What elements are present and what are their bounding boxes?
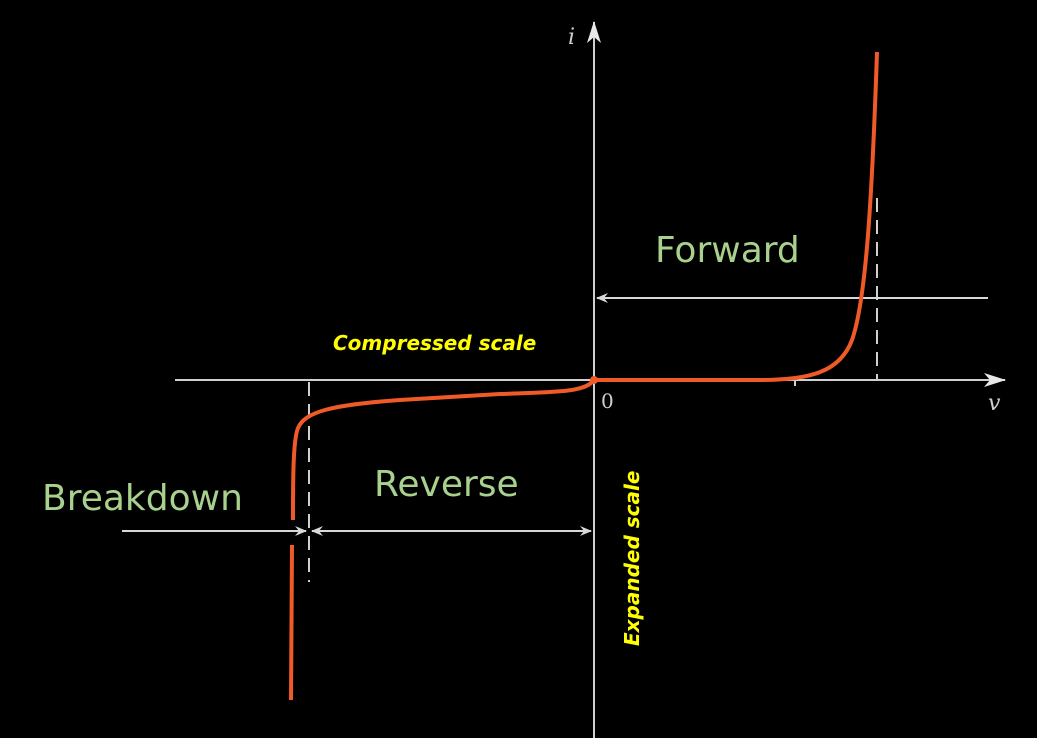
iv-curve-reverse xyxy=(291,378,596,521)
breakdown-label: Breakdown xyxy=(42,478,243,519)
compressed-scale-label: Compressed scale xyxy=(333,331,536,355)
y-axis-label: i xyxy=(568,25,575,50)
origin-dot xyxy=(590,376,598,384)
x-axis-label: v xyxy=(988,391,1001,416)
expanded-scale-label: Expanded scale xyxy=(620,471,644,646)
origin-label: 0 xyxy=(601,389,614,413)
reverse-label: Reverse xyxy=(374,464,519,505)
iv-curve-breakdown xyxy=(289,544,294,701)
forward-label: Forward xyxy=(655,230,800,271)
iv-curve-forward xyxy=(594,51,879,382)
